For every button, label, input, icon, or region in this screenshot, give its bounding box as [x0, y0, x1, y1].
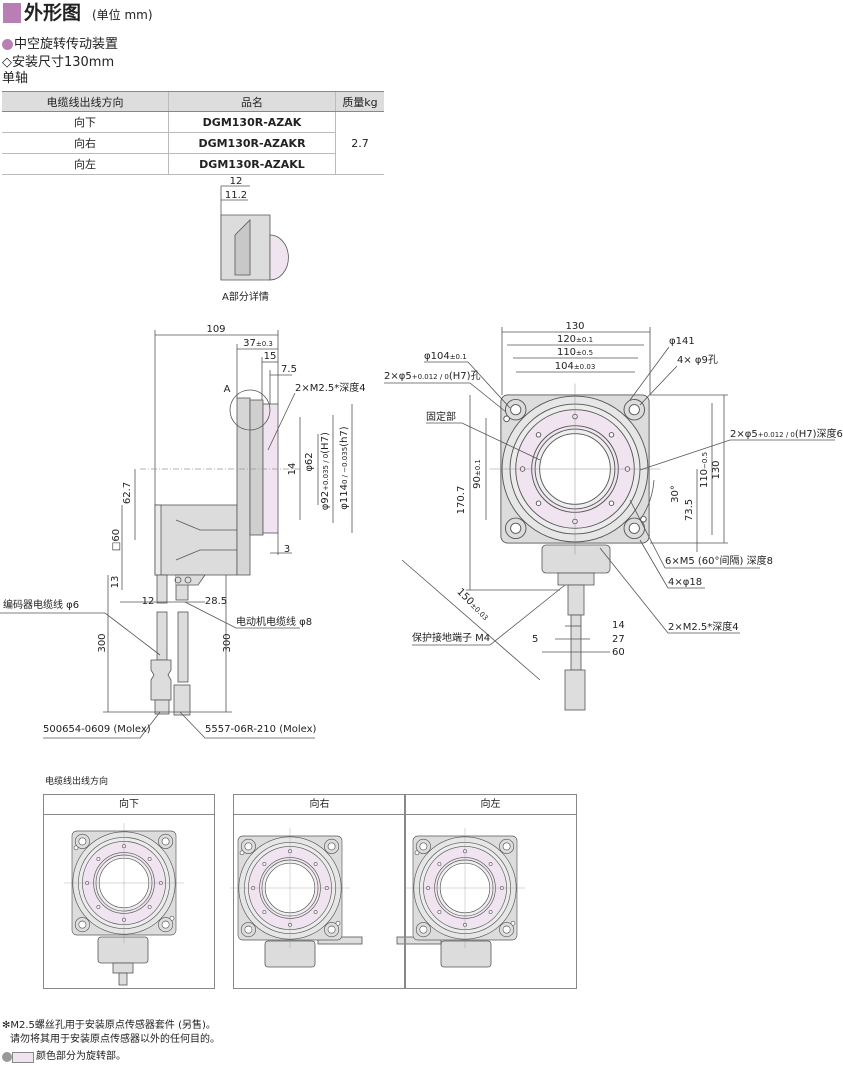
dim-label: 27: [612, 634, 625, 645]
table-row: 向左 DGM130R-AZAKL: [2, 153, 384, 175]
dim-label: 110±0.5: [556, 347, 594, 358]
dim-label: 62.7: [122, 481, 133, 505]
detail-a-mark: A: [223, 384, 231, 395]
directions-title: 电缆线出线方向: [45, 777, 109, 787]
cell-direction: 向左: [2, 153, 169, 175]
callout-fixed-part: 固定部: [426, 412, 456, 423]
rotating-color-swatch: [12, 1052, 34, 1063]
dim-label: 90±0.1: [472, 459, 483, 489]
dim-label: 30°: [670, 485, 681, 503]
product-size: ◇安装尺寸130mm: [2, 55, 115, 70]
table-row: 向下 DGM130R-AZAK 2.7: [2, 111, 384, 175]
callout-m25: 2×M2.5*深度4: [668, 622, 739, 633]
dim-label: 110−0.5: [699, 451, 710, 489]
callout-phi104: φ104±0.1: [424, 351, 467, 362]
dim-label: 104±0.03: [554, 361, 596, 372]
dim-label: 73.5: [684, 498, 695, 522]
cell-name: DGM130R-AZAK: [168, 111, 336, 133]
cell-direction: 向下: [2, 111, 169, 133]
cell-mass: 2.7: [335, 111, 384, 175]
side-view-drawing: [0, 330, 353, 739]
bullet-icon: [2, 39, 13, 50]
dim-label: 3: [283, 544, 291, 555]
header-mass: 质量kg: [335, 91, 384, 112]
encoder-cable-label: 编码器电缆线 φ6: [3, 600, 80, 611]
dim-label: 12: [229, 176, 243, 187]
dim-label: 28.5: [204, 596, 228, 607]
panel-left: 向左: [404, 794, 577, 989]
dim-label: 130: [565, 321, 585, 332]
direction-views-drawing: [64, 823, 525, 986]
dim-label: (H7): [320, 432, 331, 454]
dim-label: 300: [222, 633, 233, 653]
dim-label: 14: [287, 462, 298, 476]
dim-label: 7.5: [281, 364, 297, 375]
note-1: ✻M2.5螺丝孔用于安装原点传感器套件 (另售)。: [2, 1020, 216, 1031]
page-title: 外形图: [24, 2, 82, 24]
dim-label: 300: [97, 633, 108, 653]
dim-label: 11.2: [224, 190, 248, 201]
dim-label: □60: [111, 528, 122, 552]
dim-label: φ92+0.035 / 0: [320, 453, 331, 511]
dim-label: φ1140 / −0.035(h7): [339, 426, 350, 510]
header-direction: 电缆线出线方向: [2, 91, 169, 112]
callout-holes9: 4× φ9孔: [677, 355, 718, 366]
title-accent-block: [3, 3, 21, 23]
dim-label: 12: [141, 596, 155, 607]
product-table: 电缆线出线方向 品名 质量kg 向下 DGM130R-AZAK 2.7 向右 D…: [2, 91, 384, 175]
cell-direction: 向右: [2, 132, 169, 154]
detail-a-drawing: [220, 185, 289, 281]
panel-down-heading: 向下: [44, 795, 214, 815]
callout-phi18: 4×φ18: [668, 577, 703, 588]
table-header: 电缆线出线方向 品名 质量kg: [2, 91, 384, 112]
callout-pin-hole: 2×φ5+0.012 / 0(H7)孔: [384, 371, 481, 382]
product-type: 单轴: [2, 71, 29, 86]
table-row: 向右 DGM130R-AZAKR: [2, 132, 384, 154]
panel-right: 向右: [233, 794, 406, 989]
front-view-drawing: [384, 327, 835, 711]
dim-label: 14: [612, 620, 625, 631]
motor-cable-label: 电动机电缆线 φ8: [236, 617, 313, 628]
dim-label: 15: [263, 351, 277, 362]
connector-1-label: 500654-0609 (Molex): [43, 724, 151, 735]
unit-label: (单位 mm): [92, 8, 153, 22]
product-category: 中空旋转传动装置: [14, 37, 119, 52]
dim-label: 37±0.3: [243, 338, 273, 349]
panel-down: 向下: [43, 794, 215, 989]
dim-label: 120±0.1: [556, 334, 594, 345]
cell-name: DGM130R-AZAKR: [168, 132, 336, 154]
cell-name: DGM130R-AZAKL: [168, 153, 336, 175]
dim-label: 130: [711, 460, 722, 480]
dim-label: 170.7: [456, 485, 467, 515]
header-name: 品名: [168, 91, 336, 112]
callout-m25: 2×M2.5*深度4: [295, 383, 366, 394]
note-2: 请勿将其用于安装原点传感器以外的任何目的。: [10, 1034, 220, 1045]
panel-right-heading: 向右: [234, 795, 405, 815]
callout-phi141: φ141: [669, 336, 695, 347]
detail-a-caption: A部分详情: [222, 292, 269, 303]
dim-label: 13: [110, 575, 121, 589]
dim-label: 60: [612, 647, 625, 658]
callout-ground-terminal: 保护接地端子 M4: [412, 633, 491, 644]
callout-m5: 6×M5 (60°间隔) 深度8: [665, 556, 773, 567]
panel-left-heading: 向左: [405, 795, 576, 815]
dim-label: 5: [532, 634, 539, 645]
note-3: 颜色部分为旋转部。: [36, 1051, 126, 1062]
callout-pin-depth: 2×φ5+0.012 / 0(H7)深度6: [730, 429, 843, 440]
bullet-icon: [2, 1052, 12, 1062]
connector-2-label: 5557-06R-210 (Molex): [205, 724, 317, 735]
dim-label: φ62: [304, 452, 315, 472]
dim-label: 109: [206, 324, 226, 335]
